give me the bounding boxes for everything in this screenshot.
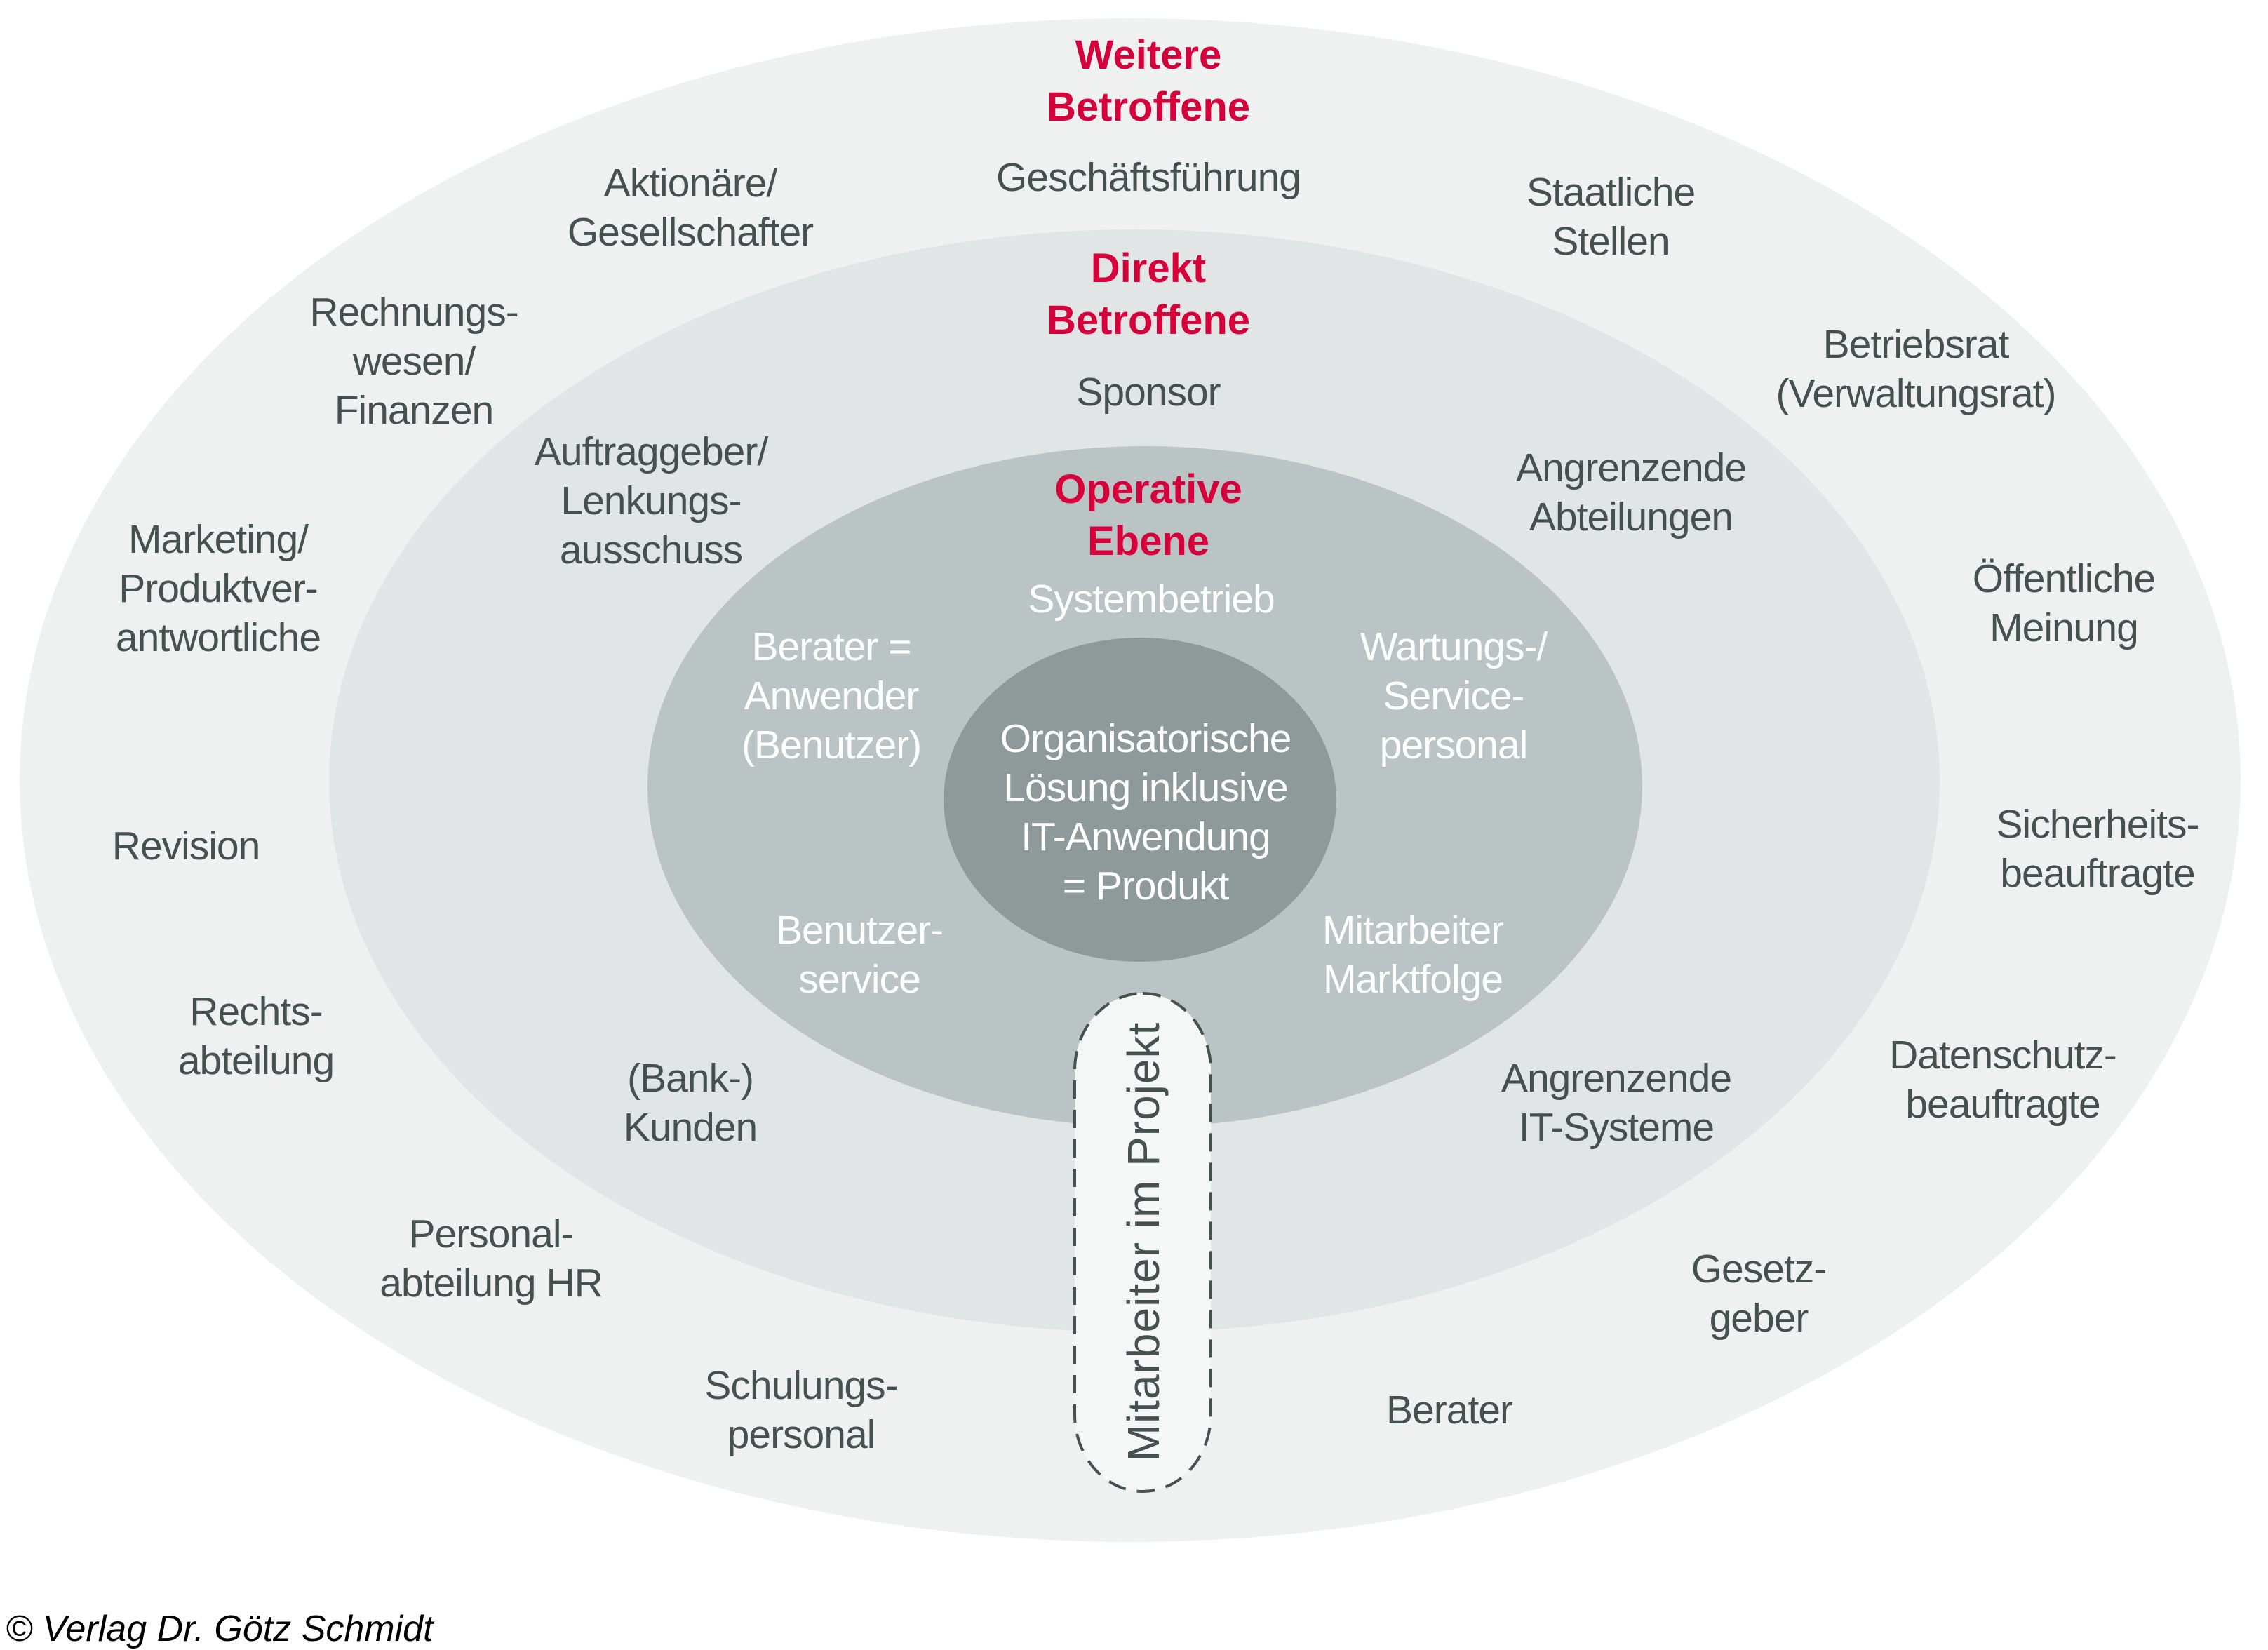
- label-geschaeftsfuehrung: Geschäftsführung: [996, 155, 1301, 200]
- label-angrenzende-abteilungen: Angrenzende Abteilungen: [1515, 445, 1747, 539]
- label-marketing: Marketing/ Produktver- antwortliche: [115, 517, 321, 660]
- label-angrenzende-it-systeme: Angrenzende IT-Systeme: [1501, 1056, 1732, 1150]
- core-label: Organisatorische Lösung inklusive IT-Anw…: [1000, 716, 1292, 908]
- label-aktionaere: Aktionäre/ Gesellschafter: [567, 161, 814, 255]
- heading-direkt-betroffene: Direkt Betroffene: [1046, 246, 1251, 343]
- heading-operative-ebene: Operative Ebene: [1054, 467, 1242, 564]
- label-rechtsabteilung: Rechts- abteilung: [177, 989, 335, 1083]
- label-mitarbeiter-marktfolge: Mitarbeiter Marktfolge: [1322, 908, 1504, 1002]
- project-pill: [1073, 992, 1212, 1493]
- label-rechnungswesen: Rechnungs- wesen/ Finanzen: [309, 290, 518, 433]
- label-staatliche-stellen: Staatliche Stellen: [1526, 170, 1696, 264]
- label-benutzerservice: Benutzer- service: [775, 908, 944, 1002]
- label-schulungspersonal: Schulungs- personal: [704, 1363, 898, 1457]
- label-sicherheitsbeauftragte: Sicherheits- beauftragte: [1996, 802, 2200, 896]
- heading-weitere-betroffene: Weitere Betroffene: [1046, 32, 1251, 130]
- copyright-notice: © Verlag Dr. Götz Schmidt: [6, 1609, 434, 1649]
- label-bank-kunden: (Bank-) Kunden: [623, 1056, 758, 1150]
- label-auftraggeber: Auftraggeber/ Lenkungs- ausschuss: [534, 429, 768, 572]
- label-berater: Berater: [1386, 1388, 1513, 1433]
- label-systembetrieb: Systembetrieb: [1028, 577, 1275, 622]
- label-sponsor: Sponsor: [1076, 370, 1221, 415]
- label-datenschutzbeauftragte: Datenschutz- beauftragte: [1889, 1033, 2117, 1127]
- label-berater-anwender: Berater = Anwender (Benutzer): [741, 624, 922, 767]
- label-personalabteilung: Personal- abteilung HR: [380, 1212, 603, 1306]
- label-revision: Revision: [112, 824, 261, 868]
- label-gesetzgeber: Gesetz- geber: [1691, 1247, 1827, 1341]
- label-wartungspersonal: Wartungs-/ Service- personal: [1360, 624, 1548, 767]
- core-circle: [944, 638, 1336, 962]
- label-betriebsrat: Betriebsrat (Verwaltungsrat): [1776, 322, 2056, 416]
- project-pill-label: Mitarbeiter im Projekt: [1118, 1021, 1169, 1462]
- label-oeffentliche-meinung: Öffentliche Meinung: [1972, 556, 2156, 650]
